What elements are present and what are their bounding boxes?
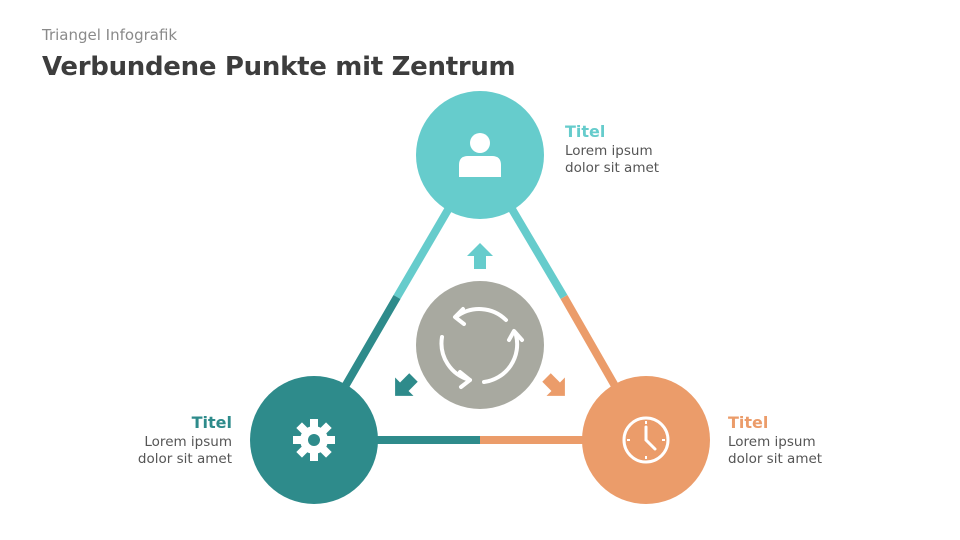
cycle-icon — [439, 307, 524, 389]
clock-icon — [622, 416, 670, 464]
arrow-up-icon — [467, 243, 493, 269]
label-bottom-left-line1: Lorem ipsum — [144, 434, 232, 450]
label-bottom-right-title: Titel — [728, 413, 769, 432]
label-bottom-right-line1: Lorem ipsum — [728, 434, 816, 450]
label-top: Titel Lorem ipsum dolor sit amet — [565, 123, 659, 177]
gear-icon — [293, 419, 335, 461]
center-circle — [416, 281, 544, 409]
arrow-down-right-icon — [542, 373, 565, 396]
label-top-line1: Lorem ipsum — [565, 143, 653, 159]
arrow-down-left-icon — [395, 373, 418, 396]
label-top-title: Titel — [565, 122, 606, 141]
label-bottom-right-line2: dolor sit amet — [728, 451, 823, 467]
label-bottom-right: Titel Lorem ipsum dolor sit amet — [728, 414, 822, 468]
user-icon — [459, 133, 501, 177]
label-bottom-left-title: Titel — [191, 413, 232, 432]
slide-subtitle: Triangel Infografik — [42, 26, 178, 44]
label-top-line2: dolor sit amet — [565, 160, 660, 176]
node-top-circle — [416, 91, 544, 219]
slide-title: Verbundene Punkte mit Zentrum — [42, 52, 516, 82]
label-bottom-left-line2: dolor sit amet — [137, 451, 232, 467]
label-bottom-left: Titel Lorem ipsum dolor sit amet — [138, 414, 232, 468]
